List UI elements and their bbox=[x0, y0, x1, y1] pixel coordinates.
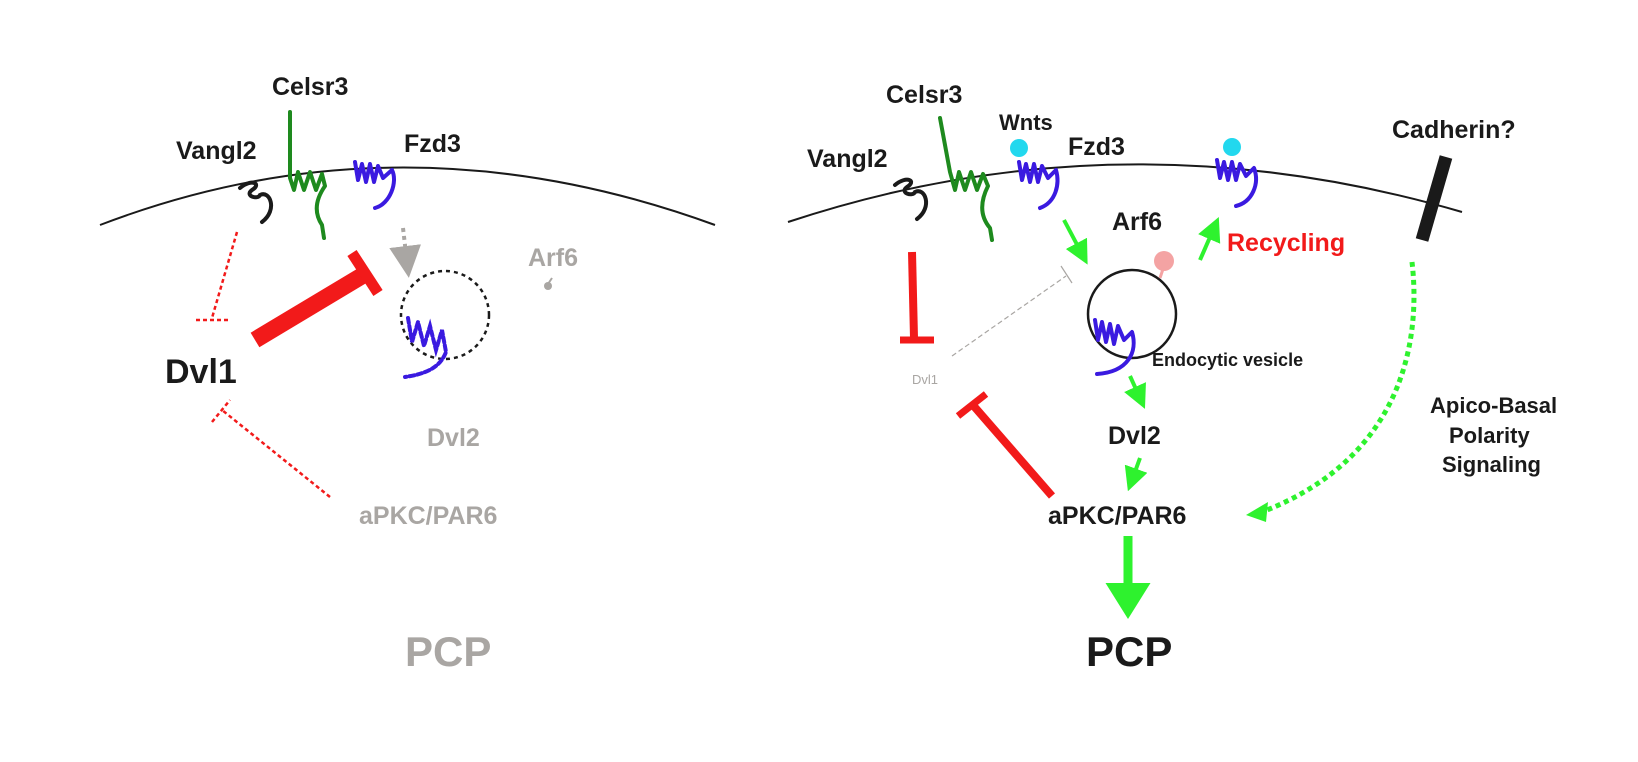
right-recycled-fzd3-protein bbox=[1215, 158, 1258, 208]
left-cell-membrane bbox=[99, 166, 716, 226]
right-vangl2-inhibits-dvl1 bbox=[900, 251, 934, 344]
right-arrow-fzd3-to-vesicle bbox=[1062, 219, 1088, 265]
right-label-cadherin: Cadherin? bbox=[1392, 116, 1516, 144]
right-cell-membrane bbox=[787, 163, 1463, 223]
right-arrow-vesicle-to-dvl2 bbox=[1124, 375, 1146, 409]
right-panel: Celsr3 Wnts Fzd3 Vangl2 Cadherin? Arf6 R… bbox=[787, 81, 1557, 675]
left-label-dvl2: Dvl2 bbox=[427, 424, 480, 452]
right-label-dvl1: Dvl1 bbox=[912, 372, 938, 387]
right-label-apico-basal-line1: Apico-Basal bbox=[1430, 393, 1557, 418]
right-celsr3-protein bbox=[938, 116, 994, 242]
right-wnt-ligand-2 bbox=[1223, 138, 1241, 156]
left-label-vangl2: Vangl2 bbox=[176, 137, 257, 165]
left-vangl2-inhibits-dvl1 bbox=[196, 231, 239, 322]
right-endocytic-vesicle bbox=[1086, 268, 1178, 360]
right-arf6-marker bbox=[1154, 251, 1174, 279]
left-arf6-marker bbox=[544, 277, 553, 290]
right-apico-basal-arrow bbox=[1261, 261, 1417, 515]
left-panel: Celsr3 Vangl2 Fzd3 Arf6 Dvl1 Dvl2 aPKC/P… bbox=[99, 73, 716, 675]
right-wnt-ligand-1 bbox=[1010, 139, 1028, 157]
left-dashed-vesicle bbox=[399, 269, 491, 361]
left-internalized-fzd3 bbox=[403, 314, 449, 379]
right-label-celsr3: Celsr3 bbox=[886, 81, 962, 109]
right-label-apkc-par6: aPKC/PAR6 bbox=[1048, 502, 1186, 530]
left-celsr3-protein bbox=[288, 110, 327, 240]
left-label-fzd3: Fzd3 bbox=[404, 130, 461, 158]
right-label-arf6: Arf6 bbox=[1112, 208, 1162, 236]
right-arrow-dvl2-to-apkc bbox=[1124, 457, 1148, 492]
left-label-dvl1: Dvl1 bbox=[165, 353, 237, 391]
left-endocytosis-arrow bbox=[389, 227, 422, 278]
right-label-endocytic-vesicle: Endocytic vesicle bbox=[1152, 350, 1303, 370]
left-label-apkc-par6: aPKC/PAR6 bbox=[359, 502, 497, 530]
right-label-apico-basal-line3: Signaling bbox=[1442, 452, 1541, 477]
right-apico-basal-arrowhead bbox=[1246, 502, 1268, 522]
left-apkc-inhibits-dvl1 bbox=[211, 399, 331, 498]
left-fzd3-protein bbox=[353, 160, 396, 210]
right-dvl1-weak-inhibits-vesicle bbox=[951, 265, 1073, 357]
left-label-celsr3: Celsr3 bbox=[272, 73, 348, 101]
left-label-pcp: PCP bbox=[405, 628, 491, 675]
right-label-fzd3: Fzd3 bbox=[1068, 133, 1125, 161]
left-label-arf6: Arf6 bbox=[528, 244, 578, 272]
left-vangl2-protein bbox=[238, 180, 274, 224]
right-label-vangl2: Vangl2 bbox=[807, 145, 888, 173]
right-label-dvl2: Dvl2 bbox=[1108, 422, 1161, 450]
right-cadherin-bar bbox=[1415, 155, 1453, 242]
right-label-wnts: Wnts bbox=[999, 110, 1053, 135]
right-label-pcp: PCP bbox=[1086, 628, 1172, 675]
right-apkc-inhibits-dvl1 bbox=[955, 391, 1056, 499]
right-internalized-fzd3 bbox=[1093, 318, 1136, 376]
left-dvl1-inhibits-fzd3 bbox=[250, 250, 383, 348]
right-label-recycling: Recycling bbox=[1227, 229, 1345, 257]
right-fzd3-protein bbox=[1017, 160, 1060, 210]
right-vangl2-protein bbox=[893, 177, 929, 221]
right-arrow-recycling bbox=[1198, 217, 1221, 261]
right-label-apico-basal-line2: Polarity bbox=[1449, 423, 1530, 448]
